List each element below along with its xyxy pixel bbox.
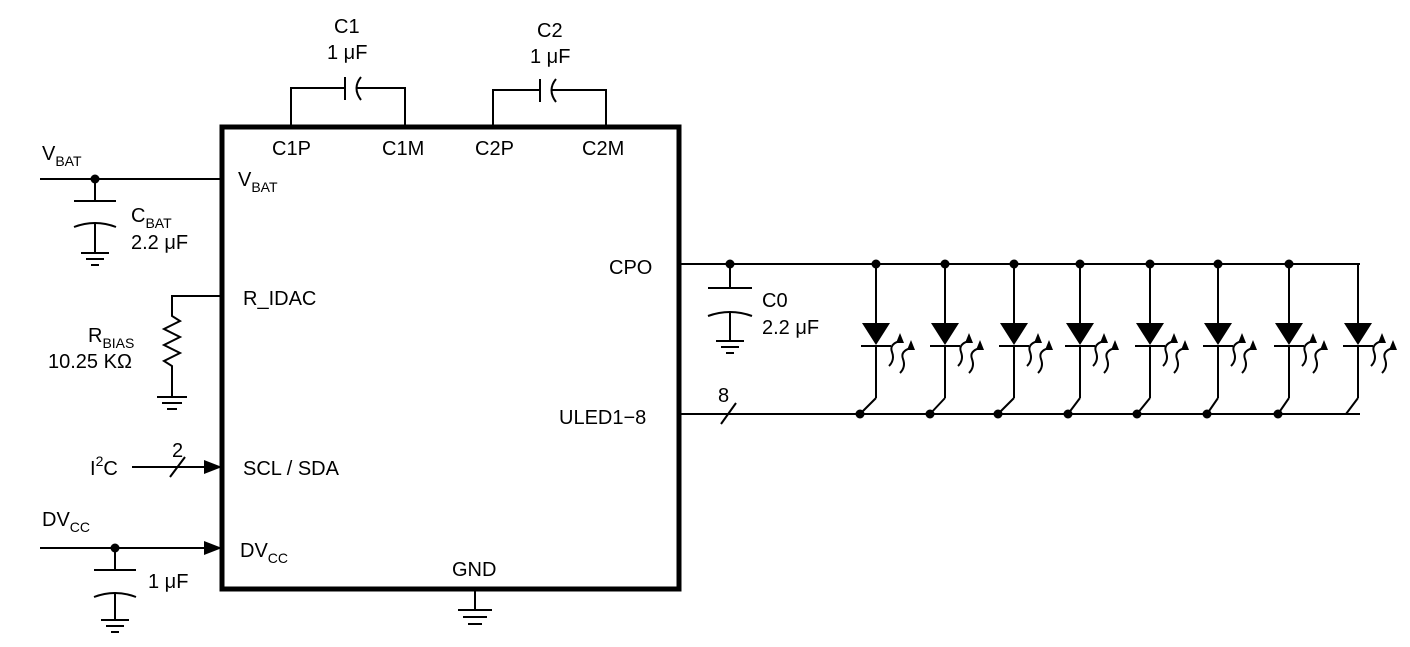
- dvcc-net-label: DVCC: [42, 509, 90, 535]
- c0-value: 2.2 μF: [762, 317, 819, 339]
- c1-name: C1: [334, 16, 360, 38]
- gnd-net: [458, 589, 492, 625]
- diode-icon: [1066, 323, 1094, 345]
- ground-icon: [157, 396, 187, 410]
- capacitor-c1: C1 1 μF: [290, 16, 406, 127]
- resistor-rbias: RBIAS 10.25 KΩ: [48, 295, 222, 410]
- rbias-name: RBIAS: [88, 325, 134, 351]
- arrow-icon: [204, 460, 222, 474]
- led-3: [993, 259, 1053, 419]
- uled-bus: 8: [679, 385, 1360, 425]
- pin-scl-sda: SCL / SDA: [243, 458, 340, 480]
- led-4: [1063, 259, 1119, 419]
- cpo-net: C0 2.2 μF: [679, 259, 1360, 354]
- ground-icon: [81, 252, 109, 266]
- cbat-value: 2.2 μF: [131, 232, 188, 254]
- junction-dot: [1063, 409, 1073, 419]
- pin-c1p: C1P: [272, 138, 311, 160]
- vbat-net-label: VBAT: [42, 143, 82, 169]
- uled-bus-width: 8: [718, 385, 729, 407]
- pin-r-idac: R_IDAC: [243, 288, 316, 310]
- arrow-icon: [204, 541, 222, 555]
- pin-dvcc: DVCC: [240, 540, 288, 566]
- i2c-bus-width: 2: [172, 440, 183, 462]
- led-8: [1343, 264, 1397, 415]
- cbat-name: CBAT: [131, 205, 172, 231]
- rbias-value: 10.25 KΩ: [48, 351, 132, 373]
- pin-vbat: VBAT: [238, 169, 278, 195]
- pin-uled: ULED1−8: [559, 407, 646, 429]
- junction-dot: [925, 409, 935, 419]
- diode-icon: [1275, 323, 1303, 345]
- led-5: [1132, 259, 1189, 419]
- light-emission-icon: [1162, 333, 1189, 374]
- pin-gnd: GND: [452, 559, 496, 581]
- led-6: [1202, 259, 1257, 419]
- light-emission-icon: [1230, 333, 1257, 374]
- led-2: [925, 259, 984, 419]
- light-emission-icon: [1370, 333, 1397, 374]
- c2-value: 1 μF: [530, 46, 570, 68]
- i2c-net-label: I2C: [90, 453, 118, 480]
- pin-c2p: C2P: [475, 138, 514, 160]
- pin-c1m: C1M: [382, 138, 424, 160]
- led-array: [855, 259, 1397, 419]
- diode-icon: [931, 323, 959, 345]
- pin-c2m: C2M: [582, 138, 624, 160]
- junction-dot: [1202, 409, 1212, 419]
- pin-cpo: CPO: [609, 257, 652, 279]
- ground-icon: [458, 609, 492, 625]
- junction-dot: [855, 409, 865, 419]
- dvcc-net: DVCC 1 μF: [40, 509, 222, 633]
- c0-name: C0: [762, 290, 788, 312]
- diode-icon: [1344, 323, 1372, 345]
- diode-icon: [1000, 323, 1028, 345]
- ground-icon: [716, 340, 744, 354]
- diode-icon: [862, 323, 890, 345]
- junction-dot: [1273, 409, 1283, 419]
- light-emission-icon: [1301, 333, 1328, 374]
- junction-dot: [1132, 409, 1142, 419]
- light-emission-icon: [1092, 333, 1119, 374]
- ic-body: [219, 124, 682, 592]
- vbat-net: VBAT CBAT 2.2 μF: [40, 143, 222, 266]
- diode-icon: [1136, 323, 1164, 345]
- led-7: [1273, 259, 1328, 419]
- ground-icon: [101, 619, 129, 633]
- diode-icon: [1204, 323, 1232, 345]
- c2-name: C2: [537, 20, 563, 42]
- junction-dot: [993, 409, 1003, 419]
- cdvcc-value: 1 μF: [148, 571, 188, 593]
- i2c-net: I2C 2: [90, 440, 222, 480]
- led-1: [855, 259, 915, 419]
- light-emission-icon: [1026, 333, 1053, 374]
- light-emission-icon: [888, 333, 915, 374]
- capacitor-c2: C2 1 μF: [492, 20, 607, 127]
- light-emission-icon: [957, 333, 984, 374]
- c1-value: 1 μF: [327, 42, 367, 64]
